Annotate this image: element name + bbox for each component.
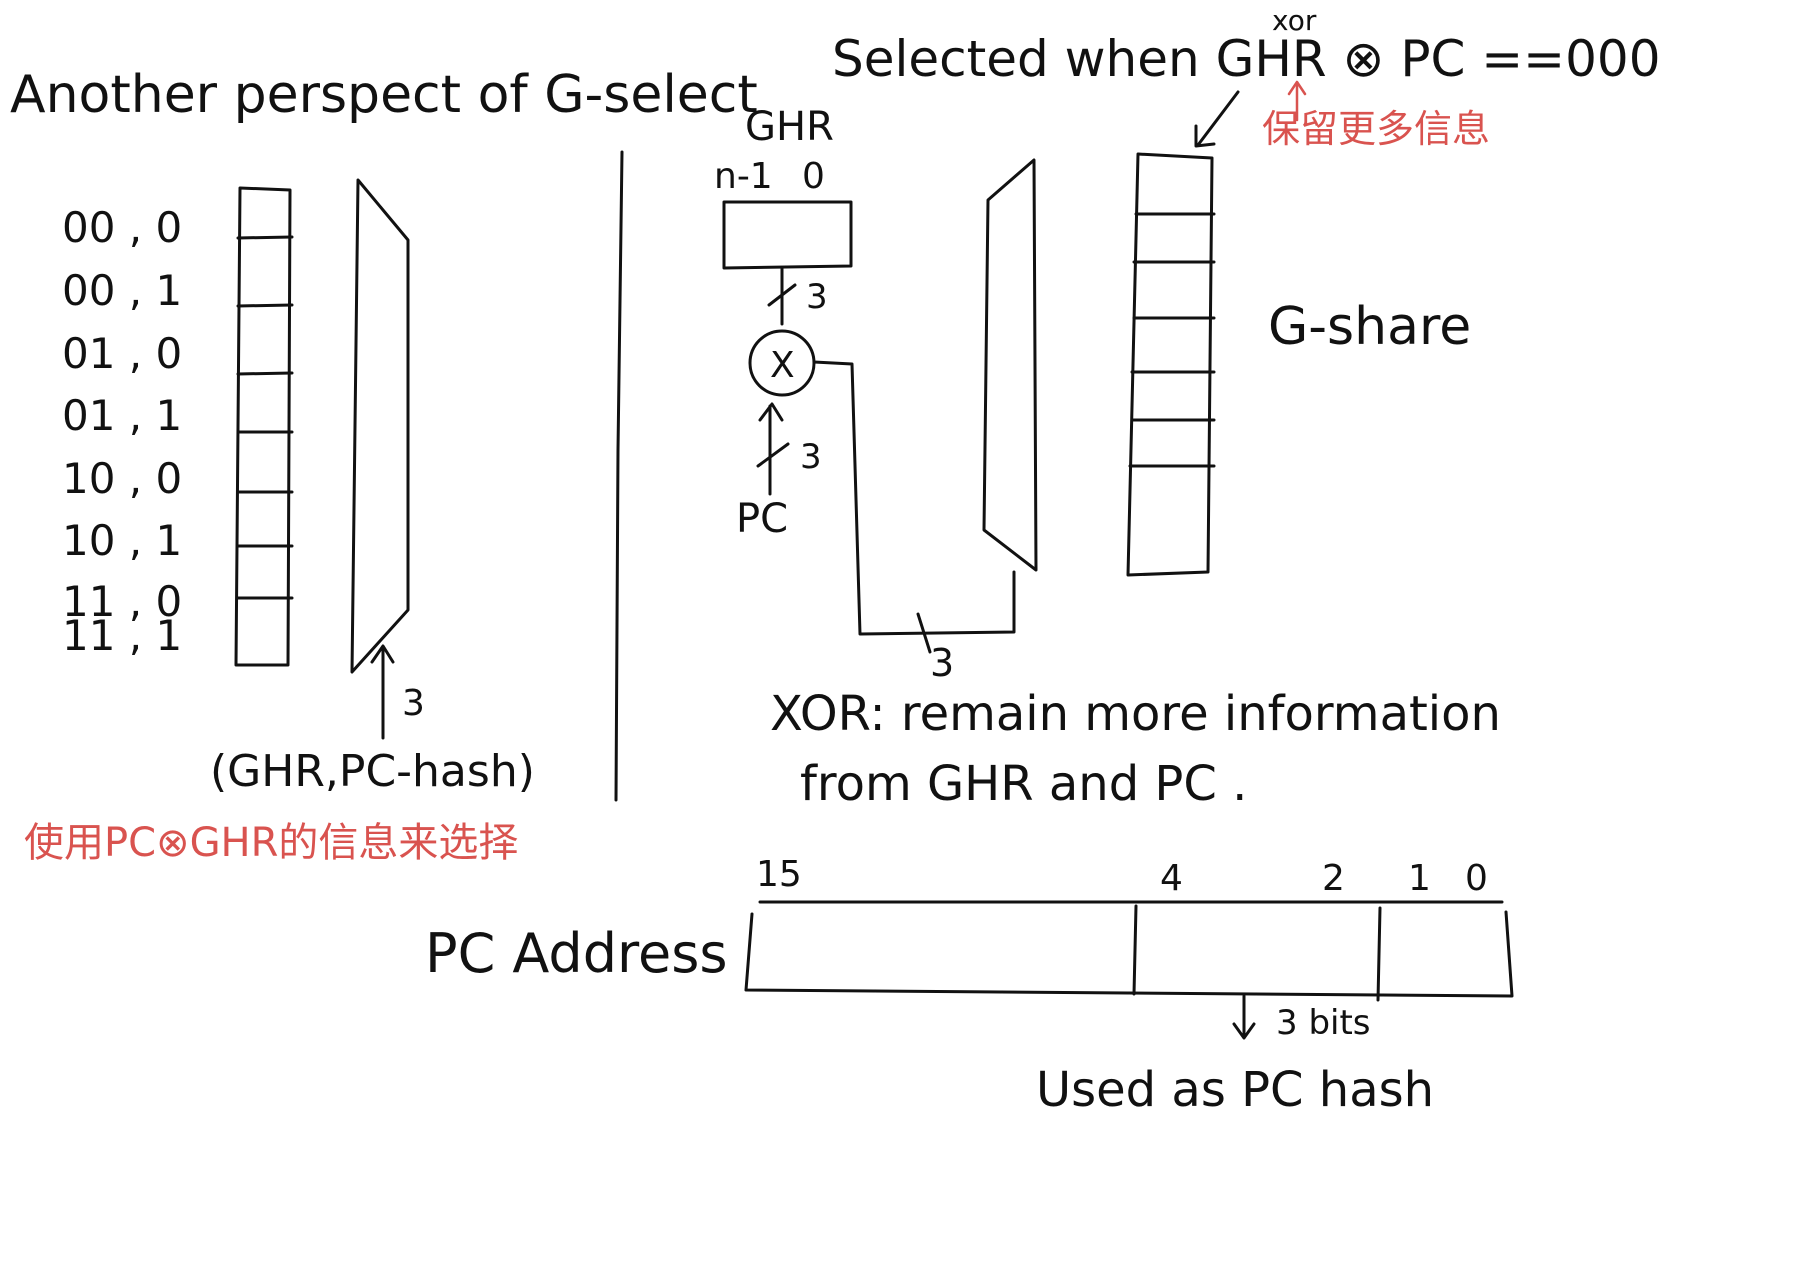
gselect-table (234, 186, 294, 667)
pc-hash-bits-label: 3 bits (1276, 1003, 1371, 1043)
right-title: Selected when GHR ⊗ PC ==000 (832, 30, 1661, 88)
bus-pc-to-xor (756, 402, 790, 496)
xor-symbol: X (770, 345, 795, 386)
bus-ghr-width: 3 (806, 277, 828, 317)
bit-index-1: 1 (1408, 858, 1431, 899)
pc-address-register (744, 900, 1514, 1002)
ghr-msb-index: n-1 (714, 156, 773, 197)
row-label: 11 , 0 (62, 577, 182, 626)
row-label: 10 , 0 (62, 454, 182, 503)
mux-input-label: (GHR,PC-hash) (210, 746, 535, 797)
xor-note-line1: XOR: remain more information (770, 686, 1501, 742)
row-index-labels: 00 , 0 00 , 1 01 , 0 01 , 1 10 , 0 10 , … (62, 203, 182, 660)
bit-index-2: 2 (1322, 858, 1345, 899)
pointer-arrow (1194, 90, 1240, 148)
bus-ghr-to-xor (767, 266, 797, 326)
row-label: 11 , 1 (62, 611, 182, 660)
ghr-label: GHR (745, 104, 834, 150)
bit-index-15: 15 (756, 854, 802, 895)
xor-note-line2: from GHR and PC . (800, 756, 1247, 812)
pc-hash-used-label: Used as PC hash (1036, 1062, 1434, 1118)
bus-xor-to-mux (812, 360, 1016, 654)
pc-hash-bits-arrow (1232, 994, 1256, 1040)
row-label: 00 , 1 (62, 266, 182, 315)
left-title: Another perspect of G-select (10, 65, 758, 125)
xor-label: xor (1272, 4, 1317, 37)
pc-label: PC (736, 496, 788, 542)
bus-out-width: 3 (930, 641, 954, 685)
mux-select-arrow (370, 644, 395, 740)
row-label: 00 , 0 (62, 203, 182, 252)
gshare-table (1126, 152, 1216, 577)
note-arrow (1287, 80, 1307, 122)
mux-input-width: 3 (402, 683, 425, 724)
gshare-label: G-share (1268, 297, 1471, 357)
left-red-note: 使用PC⊗GHR的信息来选择 (24, 820, 518, 866)
pc-address-label: PC Address (425, 922, 727, 985)
ghr-lsb-index: 0 (802, 156, 825, 197)
gselect-mux (350, 178, 410, 674)
gshare-mux (982, 158, 1038, 572)
section-divider (614, 150, 624, 802)
right-red-note: 保留更多信息 (1262, 107, 1490, 151)
row-label: 01 , 0 (62, 329, 182, 378)
bit-index-0: 0 (1465, 858, 1488, 899)
bit-index-4: 4 (1160, 858, 1183, 899)
row-label: 01 , 1 (62, 391, 182, 440)
row-label: 10 , 1 (62, 516, 182, 565)
bus-pc-width: 3 (800, 437, 822, 477)
ghr-register (722, 200, 853, 270)
